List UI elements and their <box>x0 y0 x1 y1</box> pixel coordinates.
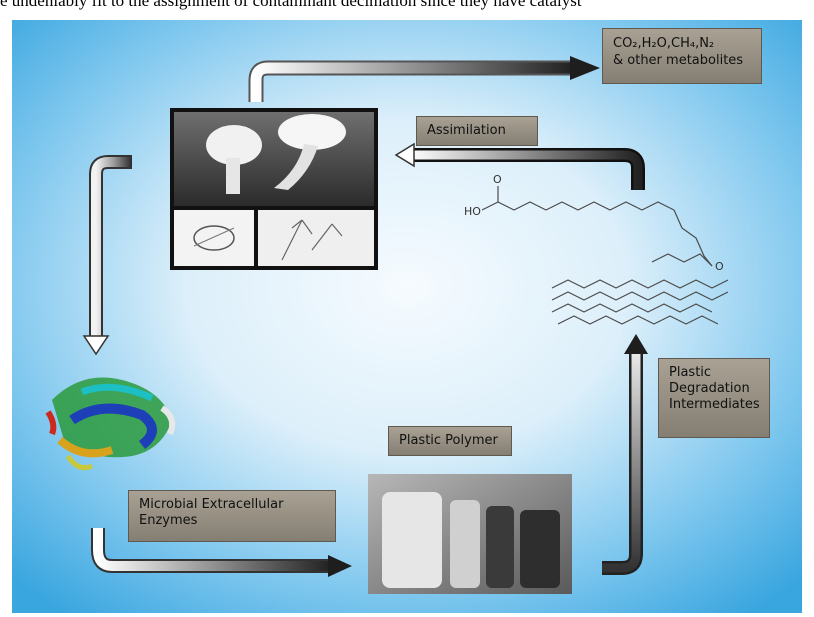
arrow-assimilation <box>394 142 645 190</box>
arrow-to-enzymes <box>82 155 132 356</box>
assimilation-label: Assimilation <box>416 116 538 146</box>
hyphae-sketch <box>258 210 374 266</box>
plastic-polymer-text: Plastic Polymer <box>399 433 498 448</box>
page-top-text-fragment: e undeniably fit to the assignment of co… <box>0 0 582 10</box>
molecule-ho-label: HO <box>464 205 481 218</box>
products-label: CO₂,H₂O,CH₄,N₂ & other metabolites <box>602 28 762 84</box>
arrow-to-plastic <box>91 528 352 577</box>
products-formula: CO₂,H₂O,CH₄,N₂ <box>613 36 715 51</box>
degradation-cycle-diagram: HO O O CO₂,H₂O,CH₄,N₂ & other metabolite… <box>12 20 802 613</box>
plastic-bottles-photo <box>368 474 572 594</box>
intermediates-line3: Intermediates <box>669 397 760 412</box>
enzymes-label: Microbial Extracellular Enzymes <box>128 490 336 542</box>
products-metabolites: & other metabolites <box>613 53 744 68</box>
spore-sketch <box>174 210 254 266</box>
enzymes-line2: Enzymes <box>139 513 198 528</box>
arrow-to-intermediates <box>602 334 648 575</box>
assimilation-text: Assimilation <box>427 123 506 138</box>
intermediates-line2: Degradation <box>669 381 750 396</box>
enzymes-line1: Microbial Extracellular <box>139 497 284 512</box>
arrow-to-products <box>248 56 600 102</box>
enzyme-protein-structure <box>45 377 176 471</box>
plastic-polymer-label: Plastic Polymer <box>388 426 512 456</box>
intermediates-line1: Plastic <box>669 365 712 380</box>
fungi-image-panel <box>170 108 378 270</box>
molecule-o-right-label: O <box>715 260 724 273</box>
intermediates-label: Plastic Degradation Intermediates <box>658 358 770 438</box>
degradation-molecule <box>481 186 729 325</box>
molecule-o-top-label: O <box>493 173 502 186</box>
